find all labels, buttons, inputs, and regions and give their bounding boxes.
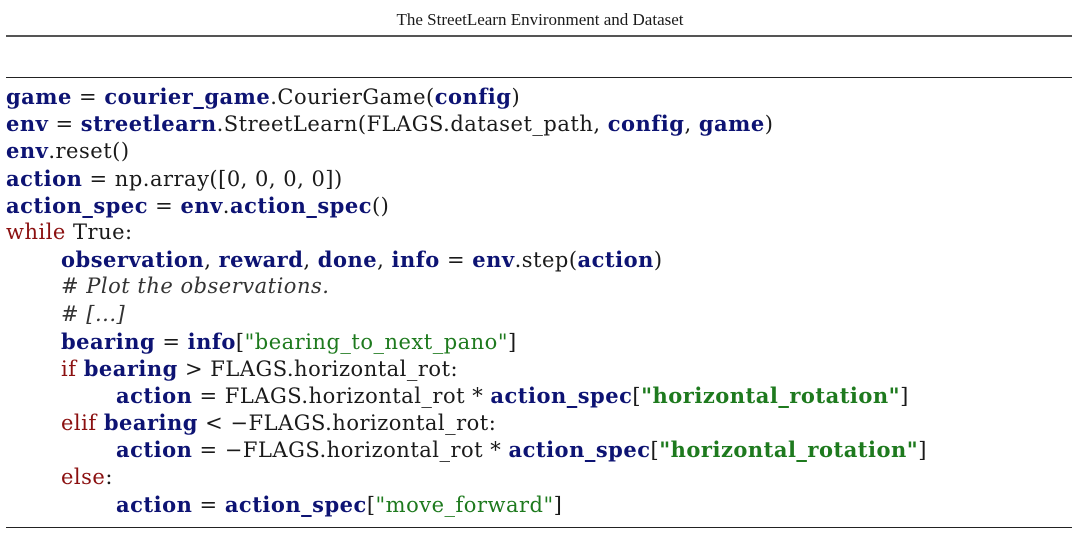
code-line: action_spec = env.action_spec() [6, 192, 1072, 219]
code-token: = np.array([0, 0, 0, 0]) [82, 166, 343, 191]
code-token: : [105, 464, 113, 489]
code-token: = [439, 248, 473, 273]
code-token: , [303, 248, 318, 273]
code-token: action_spec [490, 383, 633, 409]
code-token: True: [65, 219, 133, 244]
code-token: [ [235, 329, 245, 354]
code-token: = [155, 329, 188, 354]
code-token: [ [366, 492, 376, 517]
code-token: = −FLAGS.horizontal_rot * [192, 438, 509, 463]
code-line: # [...] [6, 301, 1072, 328]
code-line: action = np.array([0, 0, 0, 0]) [6, 165, 1072, 192]
code-token: .StreetLearn(FLAGS.dataset_path, [216, 112, 608, 137]
code-token: action [116, 383, 193, 409]
header-rule [6, 35, 1072, 37]
code-token: action [116, 491, 193, 517]
code-token: < −FLAGS.horizontal_rot: [197, 411, 497, 436]
code-token: info [391, 247, 440, 273]
code-token: ] [508, 329, 517, 354]
code-token: while [6, 219, 66, 244]
code-token: .step( [514, 248, 578, 273]
code-token: = [148, 193, 181, 218]
code-token [97, 411, 104, 435]
code-token: = [71, 85, 105, 109]
code-token: , [684, 112, 699, 137]
code-token: > FLAGS.horizontal_rot: [177, 356, 459, 381]
code-token: reward [218, 247, 304, 273]
code-listing: game = courier_game.CourierGame(config)e… [6, 83, 1072, 518]
code-token: ] [918, 438, 927, 463]
code-token: ) [511, 85, 521, 109]
code-token: () [371, 193, 390, 218]
code-line: game = courier_game.CourierGame(config) [6, 83, 1072, 110]
code-token: "bearing_to_next_pano" [244, 329, 508, 354]
code-line: env.reset() [6, 137, 1072, 164]
code-token: .reset() [48, 139, 130, 164]
code-token: "horizontal_rotation" [641, 383, 901, 409]
page-header: The StreetLearn Environment and Dataset [0, 8, 1080, 32]
code-token: . [222, 193, 230, 218]
code-token: info [187, 328, 236, 354]
code-token: env [180, 192, 223, 218]
code-token: observation [61, 247, 205, 273]
code-token: = FLAGS.horizontal_rot * [192, 384, 491, 409]
code-token: env [472, 247, 515, 273]
code-line: action = FLAGS.horizontal_rot * action_s… [6, 382, 1072, 409]
code-token: , [377, 248, 392, 273]
code-token: ) [764, 112, 774, 137]
code-token: [ [650, 438, 660, 463]
code-line: observation, reward, done, info = env.st… [6, 246, 1072, 273]
code-top-rule [6, 77, 1072, 78]
code-token: [ [632, 384, 642, 409]
code-line: else: [6, 464, 1072, 491]
code-token: "move_forward" [375, 492, 554, 517]
code-token: config [434, 84, 512, 109]
code-line: elif bearing < −FLAGS.horizontal_rot: [6, 409, 1072, 436]
code-token: config [607, 111, 685, 137]
code-line: action = action_spec["move_forward"] [6, 491, 1072, 518]
code-token [77, 357, 84, 381]
code-line: action = −FLAGS.horizontal_rot * action_… [6, 436, 1072, 463]
code-token: else [61, 464, 106, 489]
code-token: action_spec [6, 192, 148, 218]
code-token: courier_game [104, 84, 271, 109]
code-line: bearing = info["bearing_to_next_pano"] [6, 328, 1072, 355]
code-token: = [48, 112, 81, 137]
code-token: elif [61, 411, 97, 436]
code-line: # Plot the observations. [6, 273, 1072, 300]
code-token: = [192, 492, 225, 517]
code-token: action [6, 165, 83, 191]
code-token: bearing [61, 328, 156, 354]
code-line: while True: [6, 219, 1072, 246]
code-token: action_spec [224, 491, 367, 517]
code-bottom-rule [6, 527, 1072, 528]
code-token: if [61, 356, 77, 381]
code-token: game [6, 84, 72, 109]
code-token: ] [900, 384, 909, 409]
code-token: action_spec [229, 192, 372, 218]
code-token: , [204, 248, 219, 273]
code-token: ] [553, 492, 563, 517]
code-token: "horizontal_rotation" [659, 437, 919, 463]
code-token: action_spec [508, 437, 651, 463]
code-token: # [...] [61, 301, 126, 326]
code-line: if bearing > FLAGS.horizontal_rot: [6, 355, 1072, 382]
running-title: The StreetLearn Environment and Dataset [396, 10, 684, 29]
code-token: ) [653, 248, 663, 273]
code-token: # Plot the observations. [61, 274, 330, 299]
code-token: bearing [103, 410, 198, 436]
code-token: action [116, 437, 193, 463]
code-token: env [6, 138, 49, 164]
code-token: env [6, 111, 49, 137]
code-token: action [577, 247, 654, 273]
code-line: env = streetlearn.StreetLearn(FLAGS.data… [6, 110, 1072, 137]
code-token: done [317, 247, 378, 273]
code-token: streetlearn [80, 111, 217, 137]
code-token: game [698, 111, 765, 137]
code-token: bearing [83, 355, 178, 381]
code-token: .CourierGame( [270, 85, 435, 109]
